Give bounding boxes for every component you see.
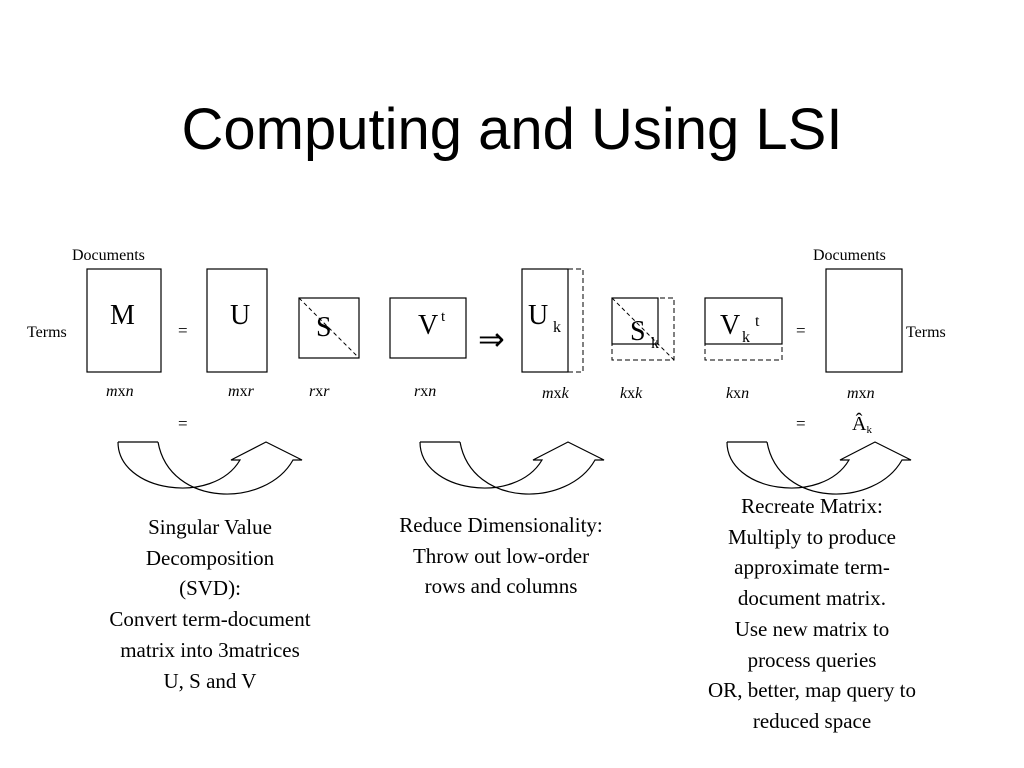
dims-ak: mxn [847,385,875,402]
matrix-u-letter: U [230,300,250,331]
dims-uk: mxk [542,385,570,402]
documents-label-right: Documents [813,247,886,264]
caption-line: Use new matrix to [734,616,890,641]
matrix-sk-dashed [611,297,675,361]
matrix-uk-letter: U [528,300,548,331]
caption-line: Recreate Matrix: [741,494,883,518]
curved-arrow-icon [117,441,303,495]
caption-line: reduced space [752,708,872,733]
matrix-vk-superscript: t [755,313,760,330]
matrix-v-superscript: t [441,309,446,325]
matrix-uk-subscript: k [553,319,561,336]
matrix-sk-subscript: k [651,335,659,352]
caption-line: Throw out low-order [412,543,590,568]
slide-title: Computing and Using LSI [181,97,843,162]
terms-label-left: Terms [27,324,67,341]
dims-m: mxn [106,383,134,400]
matrix-vk-letter: V [720,310,740,341]
curved-arrow-icon [419,441,605,495]
terms-label-right: Terms [906,324,946,341]
caption-line: Decomposition [145,545,275,570]
dims-u: mxr [228,383,255,400]
caption-line: Multiply to produce [728,524,896,549]
matrix-u-box [206,268,268,373]
caption-line: document matrix. [737,586,887,611]
dims-s: rxr [309,383,330,400]
caption-line: approximate term- [734,555,890,580]
implies-arrow: ⇒ [478,321,505,357]
caption-line: (SVD): [179,576,241,601]
a-hat-symbol: Âk [852,412,872,436]
matrix-vk-subscript: k [742,329,750,346]
matrix-sk-diagonal [611,297,675,361]
caption-reduce: Reduce Dimensionality: Throw out low-ord… [355,510,647,602]
dims-v: rxn [414,383,436,400]
matrix-vk-box [704,297,783,345]
dims-vk: kxn [726,385,749,402]
matrix-m-letter: M [110,300,135,331]
matrix-uk-dashed [567,268,584,373]
dims-sk: kxk [620,385,643,402]
matrix-sk-letter: S [630,316,646,347]
caption-line: rows and columns [424,574,578,599]
documents-label-left: Documents [72,247,145,264]
caption-line: Reduce Dimensionality: [399,513,603,537]
matrix-s-box [298,297,360,359]
matrix-s-letter: S [316,312,332,343]
matrix-s-diagonal [298,297,360,359]
matrix-v-box [389,297,467,359]
matrix-v-letter: V [418,310,438,341]
matrix-ak-box [825,268,903,373]
caption-line: process queries [747,647,877,672]
caption-line: OR, better, map query to [708,678,916,703]
equals-sign-3: = [178,414,188,433]
caption-recreate: Recreate Matrix: Multiply to produce app… [662,491,962,737]
caption-svd: Singular Value Decomposition (SVD): Conv… [70,512,350,696]
caption-line: Singular Value [148,515,272,539]
caption-line: Convert term-document [109,607,311,632]
matrix-m-box [86,268,162,373]
equals-sign-1: = [178,321,188,340]
curved-arrow-icon [726,441,912,495]
caption-line: matrix into 3matrices [120,637,300,662]
matrix-vk-dashed [704,343,783,361]
equals-sign-4: = [796,414,806,433]
caption-line: U, S and V [163,668,257,693]
equals-sign-2: = [796,321,806,340]
